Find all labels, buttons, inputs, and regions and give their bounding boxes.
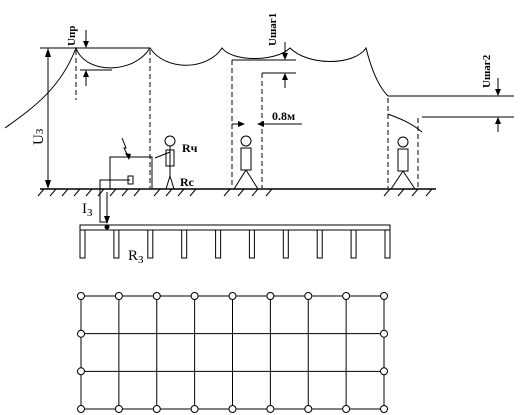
ground-surface <box>37 188 436 197</box>
grid-rod-node <box>228 292 237 300</box>
grid-rod-node <box>266 405 275 413</box>
grid-rod-node <box>114 292 123 300</box>
ground-rod <box>113 229 120 259</box>
equipment-enclosure <box>99 137 153 223</box>
labels: Uпр Uшаг1 Uшаг2 UЗ Rч Rс 0.8м IЗ RЗ <box>31 13 493 266</box>
grid-rod-node <box>190 405 199 413</box>
ground-electrode-side <box>79 192 391 259</box>
label-ground-current: IЗ <box>82 201 93 219</box>
grid-rod-node <box>77 292 85 300</box>
grid-rod-node <box>380 329 388 338</box>
grid-rod-node <box>304 292 313 300</box>
grid-rod-node <box>77 405 85 413</box>
ground-rod <box>350 229 357 259</box>
ground-rod <box>181 229 188 259</box>
grid-rod-node <box>114 405 123 413</box>
grid-rod-node <box>77 329 85 338</box>
grid-rod-node <box>380 292 388 300</box>
grid-rod-node <box>304 405 313 413</box>
grid-rod-node <box>342 292 351 300</box>
ground-grid-plan <box>77 292 388 413</box>
ground-rod <box>79 229 86 259</box>
potential-curve <box>4 46 423 133</box>
ground-rod <box>215 229 222 259</box>
grid-rod-node <box>152 292 161 300</box>
label-ground-voltage: UЗ <box>31 128 47 145</box>
label-touch-voltage: Uпр <box>66 26 78 46</box>
grid-rod-node <box>77 367 85 376</box>
ground-rod <box>248 229 255 259</box>
grid-rod-node <box>266 292 275 300</box>
label-step-distance: 0.8м <box>272 109 295 123</box>
dimension-lines <box>40 47 514 118</box>
ground-rod <box>316 229 323 259</box>
label-footing-resistance: Rс <box>180 175 195 189</box>
grid-rod-node <box>190 292 199 300</box>
label-step-voltage-1: Uшаг1 <box>267 13 279 46</box>
person-touching <box>154 135 176 190</box>
grid-rod-node <box>228 405 237 413</box>
ground-rods <box>79 229 391 259</box>
person-step-1 <box>233 135 259 190</box>
label-human-resistance: Rч <box>182 141 198 155</box>
projection-lines <box>75 50 419 188</box>
grid-rod-node <box>380 405 388 413</box>
grid-rod-node <box>380 367 388 376</box>
grid-rod-node <box>342 405 351 413</box>
ground-rod <box>147 229 154 259</box>
label-step-voltage-2: Uшаг2 <box>481 54 493 88</box>
label-ground-resistance: RЗ <box>128 248 144 266</box>
person-step-2 <box>390 136 416 190</box>
grid-rod-node <box>152 405 161 413</box>
ground-rod <box>384 229 391 259</box>
ground-rod <box>282 229 289 259</box>
